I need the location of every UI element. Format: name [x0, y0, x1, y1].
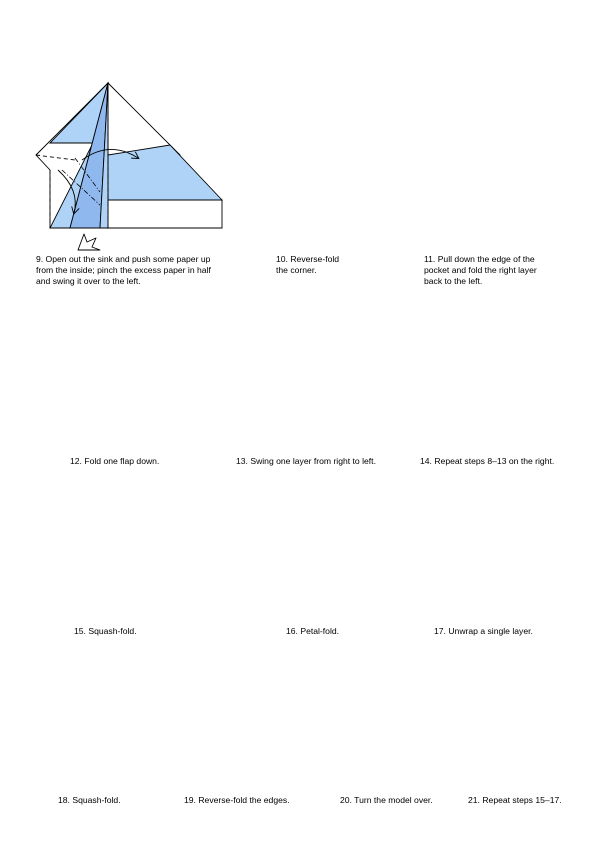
step-9-caption: 9. Open out the sink and push some paper…: [36, 254, 211, 286]
step-17-caption: 17. Unwrap a single layer.: [434, 626, 533, 636]
step-21-caption: 21. Repeat steps 15–17.: [468, 795, 562, 805]
step-19-caption: 19. Reverse-fold the edges.: [184, 795, 290, 805]
step-15-caption: 15. Squash-fold.: [74, 626, 137, 636]
step-14-caption: 14. Repeat steps 8–13 on the right.: [420, 456, 555, 466]
step-18-caption: 18. Squash-fold.: [58, 795, 121, 805]
step-11-caption: 11. Pull down the edge of the pocket and…: [424, 254, 537, 286]
step-16-caption: 16. Petal-fold.: [286, 626, 340, 636]
step-10-caption: 10. Reverse-fold the corner.: [276, 254, 340, 275]
push-arrow-icon: [77, 233, 101, 251]
step-12-caption: 12. Fold one flap down.: [70, 456, 160, 466]
step-20-caption: 20. Turn the model over.: [340, 795, 433, 805]
step-9-figure: [35, 81, 224, 251]
step-13-caption: 13. Swing one layer from right to left.: [236, 456, 376, 466]
